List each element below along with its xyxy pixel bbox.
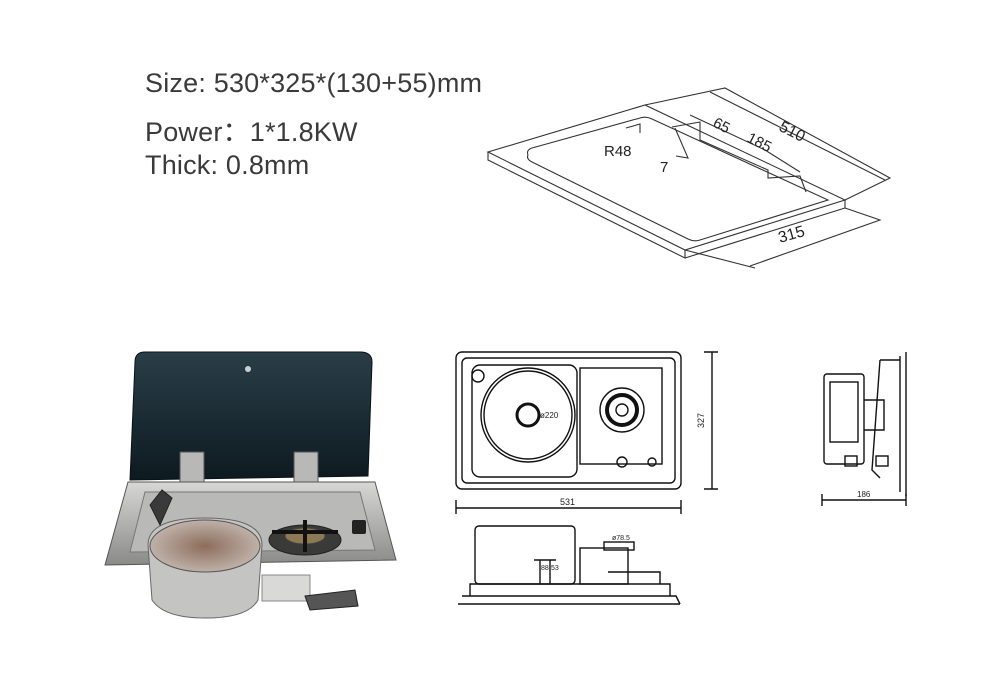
front-label-b: 88 bbox=[541, 565, 549, 572]
cutout-drawing: 510 65 185 315 R48 7 bbox=[486, 87, 892, 269]
dim-r48: R48 bbox=[604, 143, 632, 160]
dim-315: 315 bbox=[776, 223, 806, 247]
glass-lid bbox=[129, 351, 373, 481]
front-label-a: ø78.5 bbox=[612, 535, 630, 542]
top-view-width: 531 bbox=[560, 497, 575, 507]
gas-burner bbox=[268, 520, 342, 556]
top-view-bowl: ø220 bbox=[540, 411, 559, 420]
dim-7: 7 bbox=[660, 159, 668, 176]
front-label-c: 53 bbox=[551, 565, 559, 572]
side-view-depth: 186 bbox=[857, 490, 871, 499]
spec-power: Power：1*1.8KW bbox=[145, 117, 358, 147]
spec-size: Size: 530*325*(130+55)mm bbox=[145, 68, 483, 98]
top-view-depth: 327 bbox=[696, 413, 706, 428]
spec-thick: Thick: 0.8mm bbox=[145, 150, 310, 180]
dim-65: 65 bbox=[710, 114, 733, 137]
